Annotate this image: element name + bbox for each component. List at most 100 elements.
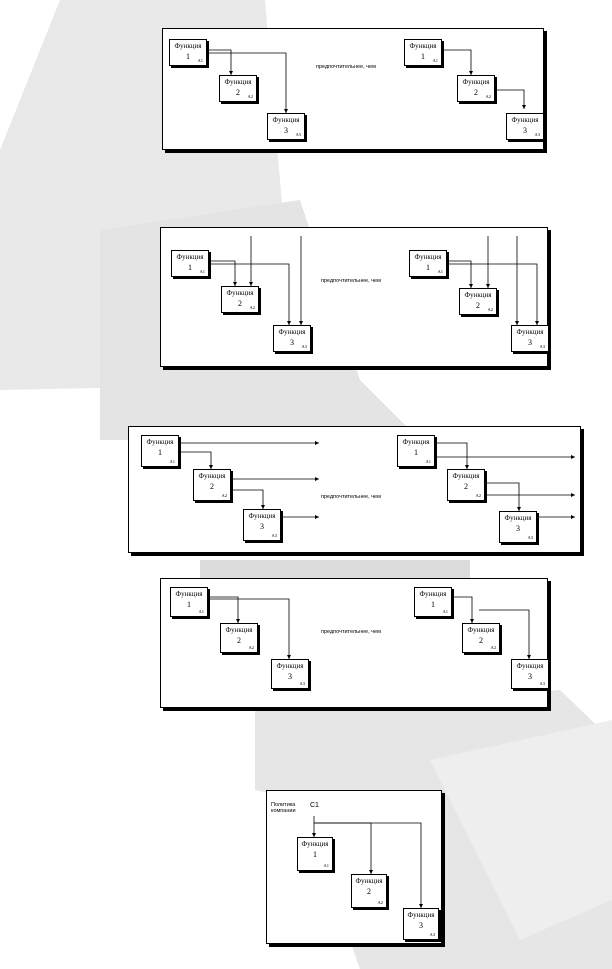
function-box-number: 1 [158,448,162,457]
control-code: C1 [310,802,319,809]
function-box-2: Функция 2 A2 [193,469,231,501]
function-box-number: 2 [238,299,242,308]
function-box-3: Функция 3 A3 [267,113,305,140]
function-box-2: Функция 2 A2 [457,75,495,102]
function-box-1: Функция 1 A1 [297,837,333,871]
function-box-2: Функция 2 A2 [220,623,258,653]
function-box-1: Функция 1 A1 [397,435,435,467]
function-box-number: 3 [516,524,520,533]
function-box-label: Функция [224,78,252,86]
function-box-code: A2 [377,900,384,905]
function-box-label: Функция [225,626,253,634]
function-box-number: 2 [479,636,483,645]
function-box-1: Функция 1 A1 [170,587,208,617]
function-box-2: Функция 2 A2 [221,286,259,313]
function-box-number: 2 [236,88,240,97]
function-box-1: Функция 1 A1 [169,39,207,66]
function-box-label: Функция [419,590,447,598]
function-box-code: A2 [490,645,497,650]
control-label-line-1: Политика [271,802,296,808]
function-box-2: Функция 2 A2 [219,75,257,102]
function-box-code: A1 [198,609,205,614]
function-box-3: Функция 3 A3 [511,325,549,352]
function-box-3: Функция 3 A3 [403,908,439,940]
function-box-code: A3 [539,344,546,349]
function-box-number: 1 [426,263,430,272]
function-box-code: A3 [295,132,302,137]
function-box-number: 2 [474,88,478,97]
function-box-1: Функция 1 A1 [171,250,209,277]
function-box-label: Функция [226,289,254,297]
preference-caption: предпочтительнее, чем [321,629,381,635]
function-box-3: Функция 3 A3 [499,511,537,543]
function-box-label: Функция [414,253,442,261]
function-box-number: 1 [431,600,435,609]
function-box-label: Функция [511,116,539,124]
function-box-number: 3 [284,126,288,135]
function-box-label: Функция [278,328,306,336]
function-box-code: A1 [197,58,204,63]
function-box-3: Функция 3 A3 [271,659,309,689]
function-box-label: Функция [402,438,430,446]
function-box-code: A3 [527,535,534,540]
diagram-panel-2: Функция 1 A1 Функция 2 A2 Функция 3 A3 п… [160,227,549,367]
function-box-label: Функция [146,438,174,446]
function-box-number: 1 [421,52,425,61]
function-box-label: Функция [467,626,495,634]
preference-caption: предпочтительнее, чем [321,494,381,500]
function-box-2: Функция 2 A2 [447,469,485,501]
function-box-code: A1 [442,609,449,614]
function-box-number: 2 [210,482,214,491]
function-box-code: A1 [199,269,206,274]
function-box-number: 3 [290,338,294,347]
function-box-number: 3 [419,921,423,930]
function-box-code: A2 [475,493,482,498]
function-box-code: A3 [301,344,308,349]
function-box-label: Функция [175,590,203,598]
function-box-code: A2 [247,94,254,99]
control-label: Политика компании [271,802,296,814]
function-box-label: Функция [516,328,544,336]
function-box-code: A3 [299,681,306,686]
function-box-label: Функция [409,42,437,50]
function-box-2: Функция 2 A2 [462,623,500,653]
function-box-number: 3 [288,672,292,681]
function-box-2: Функция 2 A2 [351,874,387,908]
function-box-code: A1 [437,269,444,274]
function-box-label: Функция [248,512,276,520]
function-box-code: A2 [487,307,494,312]
control-label-line-2: компании [271,808,296,814]
function-box-1: Функция 1 A1 [404,39,442,66]
function-box-number: 3 [523,126,527,135]
function-box-3: Функция 3 A3 [243,509,281,541]
diagram-panel-3: Функция 1 A1 Функция 2 A2 Функция 3 A3 п… [128,426,581,553]
function-box-1: Функция 1 A1 [141,435,179,467]
preference-caption: предпочтительнее, чем [321,278,381,284]
function-box-label: Функция [452,472,480,480]
function-box-number: 1 [313,850,317,859]
function-box-number: 2 [464,482,468,491]
function-box-number: 1 [187,600,191,609]
function-box-code: A2 [248,645,255,650]
function-box-number: 2 [237,636,241,645]
function-box-code: A1 [323,863,330,868]
function-box-code: A3 [534,132,541,137]
panel-5-arrows [312,816,423,908]
function-box-code: A1 [425,459,432,464]
function-box-code: A3 [429,932,436,937]
function-box-number: 2 [476,301,480,310]
function-box-2: Функция 2 A2 [459,288,497,315]
function-box-code: A1 [169,459,176,464]
function-box-code: A3 [271,533,278,538]
function-box-3: Функция 3 A3 [511,659,549,689]
panel-1-arrows [206,49,526,113]
function-box-code: A2 [249,305,256,310]
function-box-number: 1 [186,52,190,61]
function-box-code: A1 [432,58,439,63]
panel-3-arrows [177,441,575,519]
diagram-panel-5: Политика компании C1 Функция 1 A1 Функци… [266,790,442,944]
function-box-label: Функция [407,911,435,919]
function-box-code: A2 [221,493,228,498]
function-box-3: Функция 3 A3 [273,325,311,352]
diagram-panel-4: Функция 1 A1 Функция 2 A2 Функция 3 A3 п… [160,578,549,708]
